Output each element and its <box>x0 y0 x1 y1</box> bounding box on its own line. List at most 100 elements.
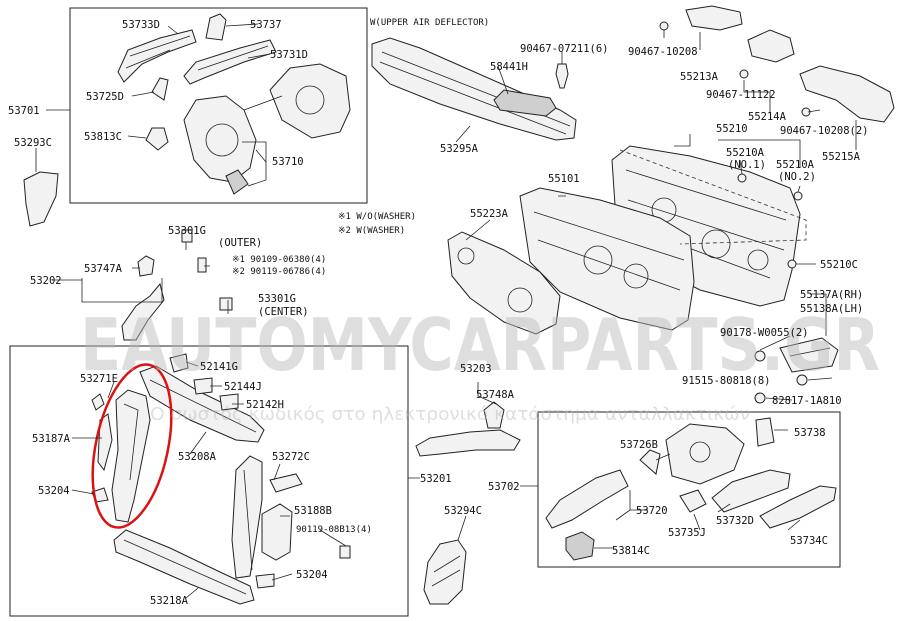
label-no2: (NO.2) <box>778 171 816 183</box>
bolt-90109 <box>197 257 207 273</box>
clip-90467-11122 <box>739 69 749 79</box>
dash-outline <box>619 149 807 245</box>
label-53218A: 53218A <box>150 595 189 607</box>
part-53813C <box>145 127 169 151</box>
label-53208A: 53208A <box>178 451 217 463</box>
label-55210A-no1: 55210A <box>726 147 765 159</box>
note-washer-2: ※2 W(WASHER) <box>338 226 405 236</box>
label-55210A-no2: 55210A <box>776 159 815 171</box>
label-53701: 53701 <box>8 105 40 117</box>
label-53733D: 53733D <box>122 19 160 31</box>
label-55223A: 55223A <box>470 208 509 220</box>
label-52141G: 52141G <box>200 361 238 373</box>
label-52144J: 52144J <box>224 381 262 393</box>
clip-55210C <box>787 259 797 269</box>
label-90467-07211: 90467-07211(6) <box>520 43 609 55</box>
part-53218A <box>113 529 255 605</box>
part-53203 <box>415 429 521 457</box>
label-53301G-center: 53301G <box>258 293 296 305</box>
part-58441H <box>493 89 557 117</box>
part-53731D <box>183 39 277 85</box>
label-90467-10208-2: 90467-10208(2) <box>780 125 869 137</box>
watermark-sub: Ο σωστός κωδικός στο ηλεκτρονικό κατάστη… <box>150 404 750 425</box>
part-53735J <box>679 489 707 513</box>
part-53272C <box>269 473 303 493</box>
label-53293C: 53293C <box>14 137 52 149</box>
part-55213A <box>685 5 743 31</box>
label-outer: (OUTER) <box>218 237 262 249</box>
part-55214A <box>747 29 795 63</box>
label-53710: 53710 <box>272 156 304 168</box>
label-53301G-outer: 53301G <box>168 225 206 237</box>
bolt-90119-08B13 <box>339 545 351 559</box>
clip-90467-10208 <box>659 21 669 31</box>
label-55215A: 55215A <box>822 151 861 163</box>
label-53204-right: 53204 <box>296 569 328 581</box>
watermark: EAUTOMYCARPARTS.GR Ο σωστός κωδικός στο … <box>80 303 880 425</box>
part-53202 <box>121 282 165 341</box>
label-90109: ※1 90109-06380(4) <box>232 255 326 265</box>
label-55213A: 55213A <box>680 71 719 83</box>
label-53731D: 53731D <box>270 49 308 61</box>
label-55101: 55101 <box>548 173 580 185</box>
label-53738: 53738 <box>794 427 826 439</box>
bracket-52144J <box>193 377 213 395</box>
label-90119-06786: ※2 90119-06786(4) <box>232 267 326 277</box>
part-53738 <box>755 417 775 447</box>
part-53201-side <box>231 455 293 579</box>
watermark-main: EAUTOMYCARPARTS.GR <box>80 303 880 387</box>
label-53188B: 53188B <box>294 505 332 517</box>
label-53720: 53720 <box>636 505 668 517</box>
label-53294C: 53294C <box>444 505 482 517</box>
part-53732D <box>711 469 791 513</box>
label-53735J: 53735J <box>668 527 706 539</box>
label-53737: 53737 <box>250 19 282 31</box>
clip-55210A-no2 <box>793 191 803 201</box>
part-53734C <box>759 485 837 529</box>
note-washer-1: ※1 W/O(WASHER) <box>338 212 416 222</box>
label-53203: 53203 <box>460 363 492 375</box>
part-53747A <box>137 255 155 277</box>
part-53748A <box>483 401 505 429</box>
part-53720 <box>545 423 745 529</box>
part-53710 <box>183 63 351 195</box>
highlight-ellipse <box>91 363 173 529</box>
label-53747A: 53747A <box>84 263 123 275</box>
part-55223A <box>447 231 561 335</box>
part-53294C <box>423 539 467 605</box>
clip-82817 <box>754 392 766 404</box>
label-90119-08B13: 90119-08B13(4) <box>296 525 372 535</box>
part-53187A <box>97 389 151 523</box>
label-no1: (NO.1) <box>728 159 766 171</box>
label-center: (CENTER) <box>258 306 309 318</box>
top-left-group-box <box>69 7 368 204</box>
label-55138A: 55138A(LH) <box>800 303 863 315</box>
label-53813C: 53813C <box>84 131 122 143</box>
label-82817: 82817-1A810 <box>772 395 842 407</box>
label-90467-11122: 90467-11122 <box>706 89 776 101</box>
label-53271E: 53271E <box>80 373 118 385</box>
part-53726B <box>639 449 661 475</box>
label-58441H: 58441H <box>490 61 528 73</box>
bottom-left-group-box <box>9 345 409 617</box>
label-91515: 91515-80818(8) <box>682 375 771 387</box>
label-53702: 53702 <box>488 481 520 493</box>
part-53204b <box>255 573 275 589</box>
bolt-53301G-center <box>219 297 233 311</box>
clip-55210A-no1 <box>737 173 747 183</box>
label-52142H: 52142H <box>246 399 284 411</box>
bottom-right-group-box <box>537 411 841 568</box>
label-53732D: 53732D <box>716 515 754 527</box>
leader-lines <box>35 23 857 599</box>
clip-90467-07211 <box>555 63 569 89</box>
part-53293C <box>23 171 59 227</box>
label-55210C: 55210C <box>820 259 858 271</box>
label-53201: 53201 <box>420 473 452 485</box>
label-53202: 53202 <box>30 275 62 287</box>
label-53204-left: 53204 <box>38 485 70 497</box>
part-53725D <box>151 77 169 101</box>
label-53272C: 53272C <box>272 451 310 463</box>
label-53187A: 53187A <box>32 433 71 445</box>
